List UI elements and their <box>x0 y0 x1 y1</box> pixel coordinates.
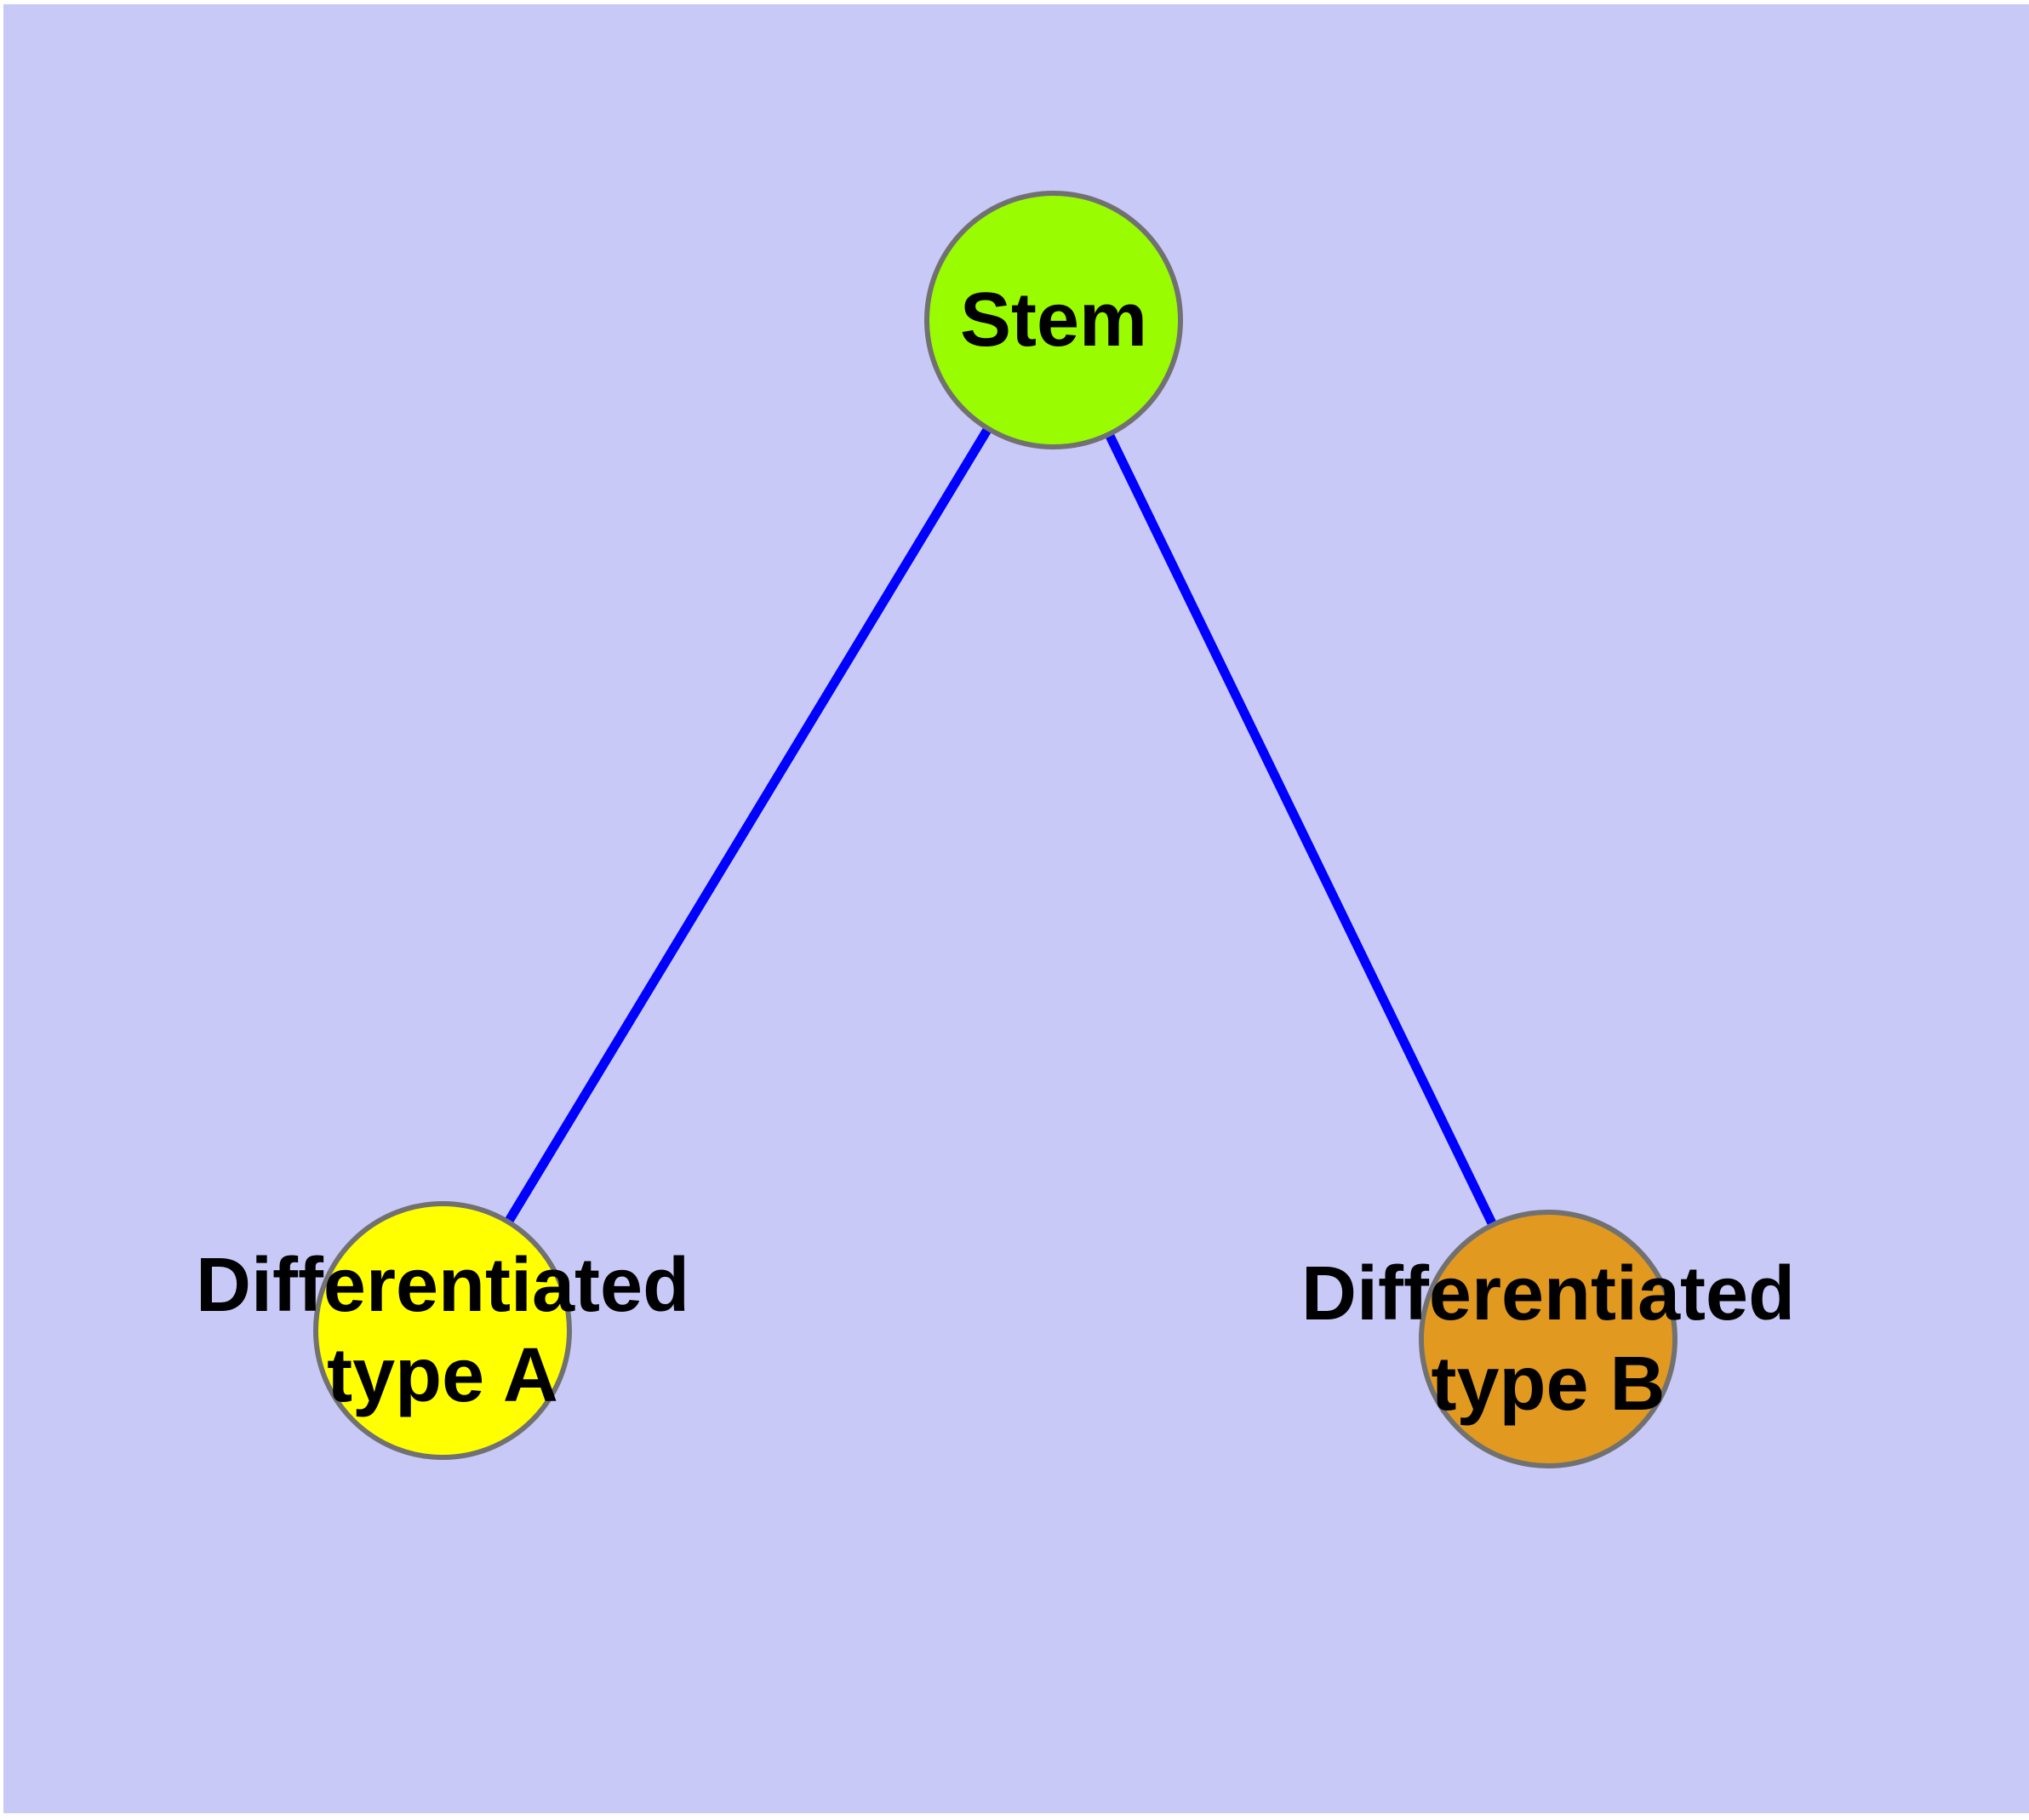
node-differentiated-type-b: Differentiated type B <box>1301 1210 1795 1468</box>
edge-stem-to-type-b <box>1049 318 1552 1342</box>
node-differentiated-type-a-label-line1: Differentiated <box>195 1243 690 1328</box>
node-differentiated-type-a-label-line2: type A <box>327 1333 558 1418</box>
node-stem-label: Stem <box>959 278 1148 363</box>
node-differentiated-type-a: Differentiated type A <box>196 1201 689 1460</box>
node-differentiated-type-b-label-line2: type B <box>1431 1342 1666 1427</box>
node-stem: Stem <box>924 191 1183 449</box>
node-differentiated-type-b-label-line1: Differentiated <box>1300 1251 1796 1336</box>
edge-stem-to-type-a <box>438 318 1058 1333</box>
node-differentiated-type-b-label: Differentiated type B <box>1301 1249 1795 1429</box>
node-differentiated-type-a-label: Differentiated type A <box>196 1240 689 1421</box>
